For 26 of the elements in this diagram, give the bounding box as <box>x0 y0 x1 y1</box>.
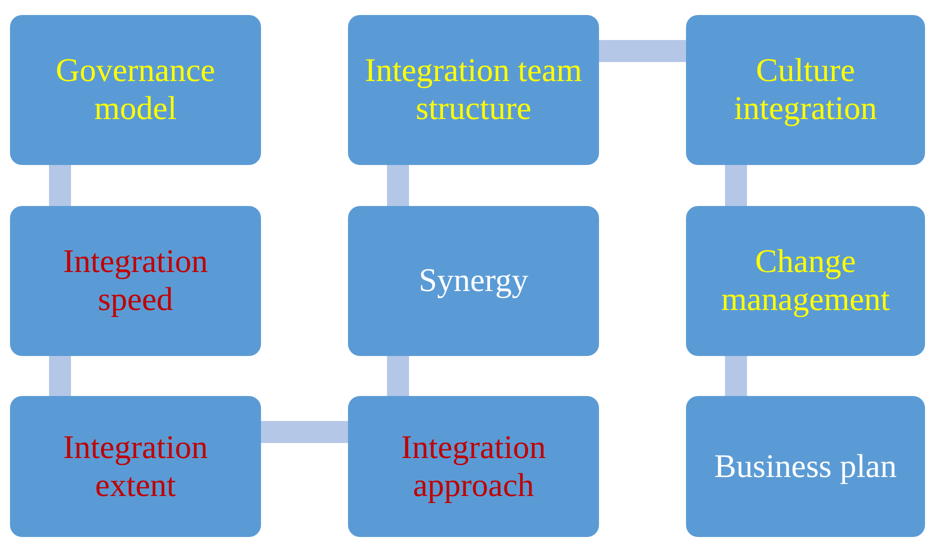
process-box <box>348 15 599 165</box>
box-label: Integration speed <box>62 243 209 319</box>
connector-bar <box>49 165 71 206</box>
box-label: Change management <box>720 243 891 319</box>
box-label: Integration approach <box>400 428 547 504</box>
process-box <box>686 15 925 165</box>
connector-bar <box>599 40 686 62</box>
connector-bar <box>387 356 409 396</box>
connector-bar <box>725 356 747 396</box>
connector-bar <box>725 165 747 206</box>
box-label: Business plan <box>714 448 897 486</box>
process-box <box>348 396 599 537</box>
connector-bar <box>387 165 409 206</box>
box-label: Governance model <box>54 52 216 128</box>
process-box <box>686 206 925 356</box>
box-label: Culture integration <box>733 52 878 128</box>
connector-bar <box>49 356 71 396</box>
box-label: Integration team structure <box>364 52 584 128</box>
box-label: Synergy <box>418 262 528 300</box>
process-box <box>10 206 261 356</box>
process-box <box>10 15 261 165</box>
connector-bar <box>261 421 348 443</box>
process-box <box>348 206 599 356</box>
process-box <box>10 396 261 537</box>
process-box <box>686 396 925 537</box>
box-label: Integration extent <box>62 428 209 504</box>
